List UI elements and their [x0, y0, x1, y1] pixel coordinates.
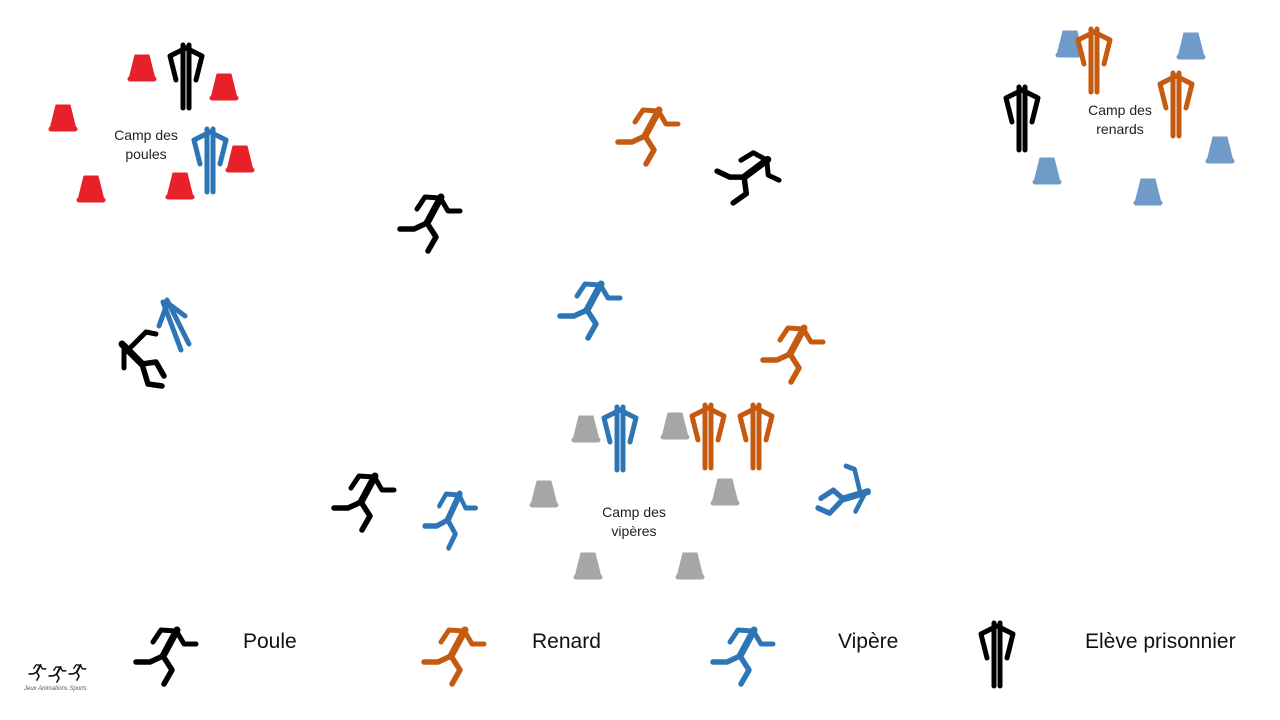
cone-icon	[675, 552, 705, 580]
legend-renard-label: Renard	[532, 630, 601, 653]
cone-icon	[660, 412, 690, 440]
legend-poule-icon	[136, 613, 196, 685]
camp-viperes	[529, 388, 772, 580]
renard-standing-icon	[1078, 12, 1110, 92]
logo-text: Jeux Animations Sports	[24, 686, 87, 692]
cone-icon	[225, 145, 255, 173]
camp-poules	[48, 28, 255, 203]
camp-label-line: vipères	[611, 523, 657, 539]
vipere-leaning-icon	[157, 282, 189, 350]
legend-prisonnier-label: Elève prisonnier	[1085, 630, 1236, 653]
renard-standing-icon	[692, 388, 724, 468]
legend-prisonnier-icon	[981, 606, 1013, 686]
runners-logo-icon	[28, 659, 87, 684]
camp-renards-label: Camp des renards	[1065, 101, 1175, 139]
prisoner-standing-icon	[170, 28, 202, 108]
cone-icon	[573, 552, 603, 580]
vipere-runner-icon	[560, 267, 620, 339]
cone-icon	[1205, 136, 1235, 164]
poule-runner-icon	[708, 126, 793, 216]
camp-viperes-label: Camp des vipères	[579, 503, 689, 541]
legend-vipere-label: Vipère	[838, 630, 899, 653]
vipere-standing-icon	[604, 390, 636, 470]
cone-icon	[48, 104, 78, 132]
cone-icon	[571, 415, 601, 443]
cone-icon	[710, 478, 740, 506]
renard-runner-icon	[618, 93, 678, 165]
cone-icon	[1133, 178, 1163, 206]
vipere-runner-icon	[425, 477, 476, 549]
renard-standing-icon	[740, 388, 772, 468]
poule-runner-icon	[400, 180, 460, 252]
cone-icon	[209, 73, 239, 101]
poule-runner-icon	[334, 459, 394, 531]
cone-icon	[76, 175, 106, 203]
vipere-falling-icon	[816, 458, 888, 536]
cone-icon	[165, 172, 195, 200]
camp-label-line: Camp des	[114, 127, 178, 143]
cone-icon	[1176, 32, 1206, 60]
camp-label-line: Camp des	[602, 504, 666, 520]
renard-runner-icon	[763, 311, 823, 383]
cone-icon	[127, 54, 157, 82]
legend-renard-icon	[424, 613, 484, 685]
cone-icon	[1032, 157, 1062, 185]
poule-falling-icon	[104, 330, 164, 386]
cone-icon	[529, 480, 559, 508]
prisoner-standing-icon	[1006, 70, 1038, 150]
legend-vipere-icon	[713, 613, 773, 685]
cones-viperes	[529, 412, 740, 580]
camp-label-line: renards	[1096, 121, 1144, 137]
camp-poules-label: Camp des poules	[91, 126, 201, 164]
legend-poule-label: Poule	[243, 630, 297, 653]
camp-label-line: poules	[125, 146, 167, 162]
camp-label-line: Camp des	[1088, 102, 1152, 118]
